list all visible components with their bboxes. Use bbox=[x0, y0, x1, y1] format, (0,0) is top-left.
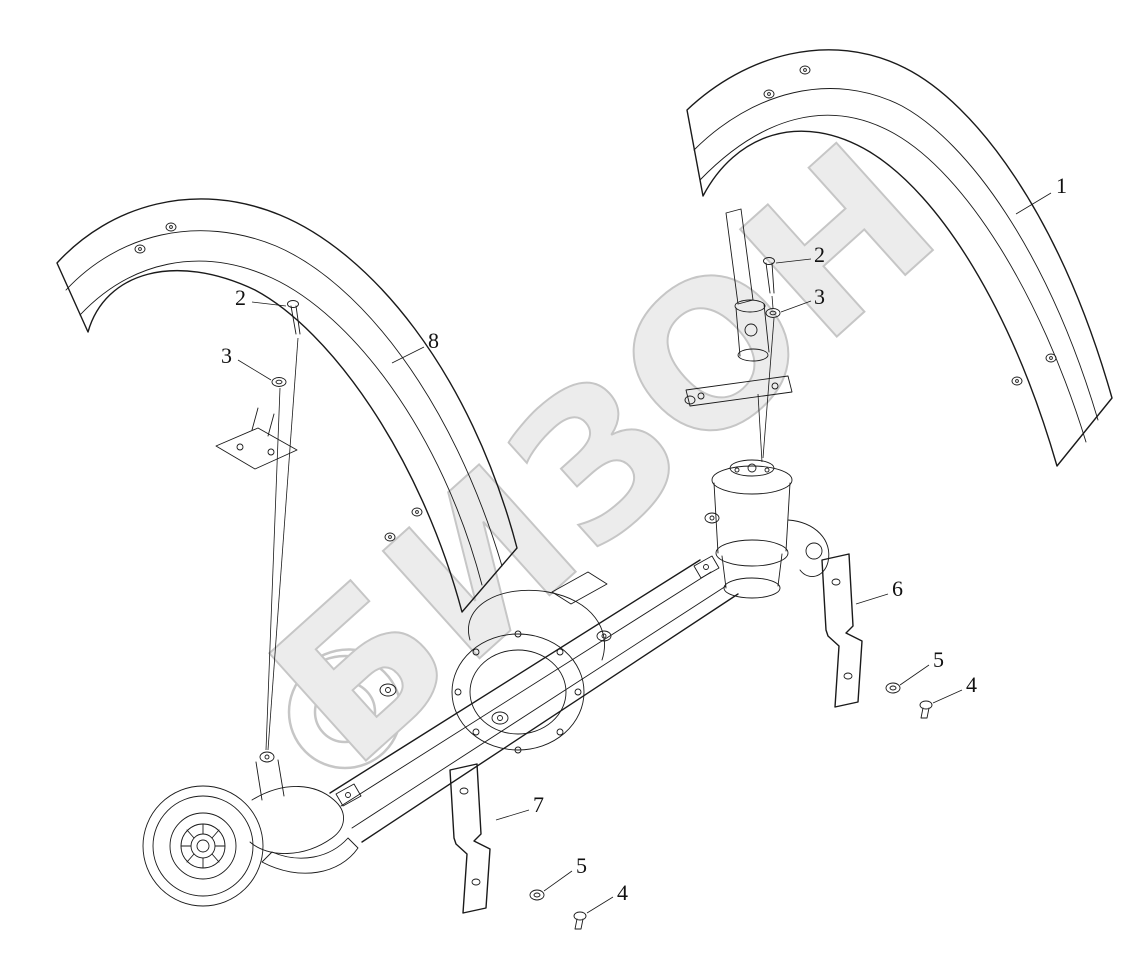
callout-6: 6 bbox=[892, 576, 903, 601]
bolt-part-2-right bbox=[763, 257, 775, 294]
callout-1: 1 bbox=[1056, 173, 1067, 198]
callout-3-right: 3 bbox=[814, 284, 825, 309]
callout-3-left: 3 bbox=[221, 343, 232, 368]
washer-part-5-bottom bbox=[529, 889, 545, 901]
callout-5-right: 5 bbox=[933, 647, 944, 672]
washer-part-3-right bbox=[762, 295, 781, 459]
bolt-part-4-bottom bbox=[573, 911, 587, 930]
bolt-part-2-left bbox=[287, 300, 301, 335]
bolt-part-4-right bbox=[919, 700, 933, 719]
watermark-emblem-swirl bbox=[299, 648, 397, 673]
callouts: 1 2 3 2 3 8 6 5 4 7 5 4 bbox=[221, 173, 1067, 914]
washer-part-5-right bbox=[885, 682, 901, 694]
bracket-part-6 bbox=[821, 553, 863, 708]
callout-5-bottom: 5 bbox=[576, 853, 587, 878]
fender-part-1 bbox=[686, 49, 1113, 467]
fender-part-8 bbox=[56, 198, 518, 613]
axle-assembly bbox=[142, 459, 830, 907]
bracket-part-7 bbox=[449, 763, 491, 914]
watermark: БИЗОН bbox=[228, 99, 980, 809]
callout-8: 8 bbox=[428, 328, 439, 353]
watermark-emblem-inner bbox=[313, 680, 377, 744]
callout-2-left: 2 bbox=[235, 285, 246, 310]
washer-part-3-left bbox=[265, 337, 299, 751]
callout-7: 7 bbox=[533, 792, 544, 817]
callout-4-right: 4 bbox=[966, 672, 977, 697]
callout-2-right: 2 bbox=[814, 242, 825, 267]
watermark-text: БИЗОН bbox=[229, 100, 979, 808]
fender-bracket-right bbox=[684, 208, 793, 463]
callout-4-bottom: 4 bbox=[617, 880, 628, 905]
watermark-emblem-outer bbox=[287, 654, 403, 770]
